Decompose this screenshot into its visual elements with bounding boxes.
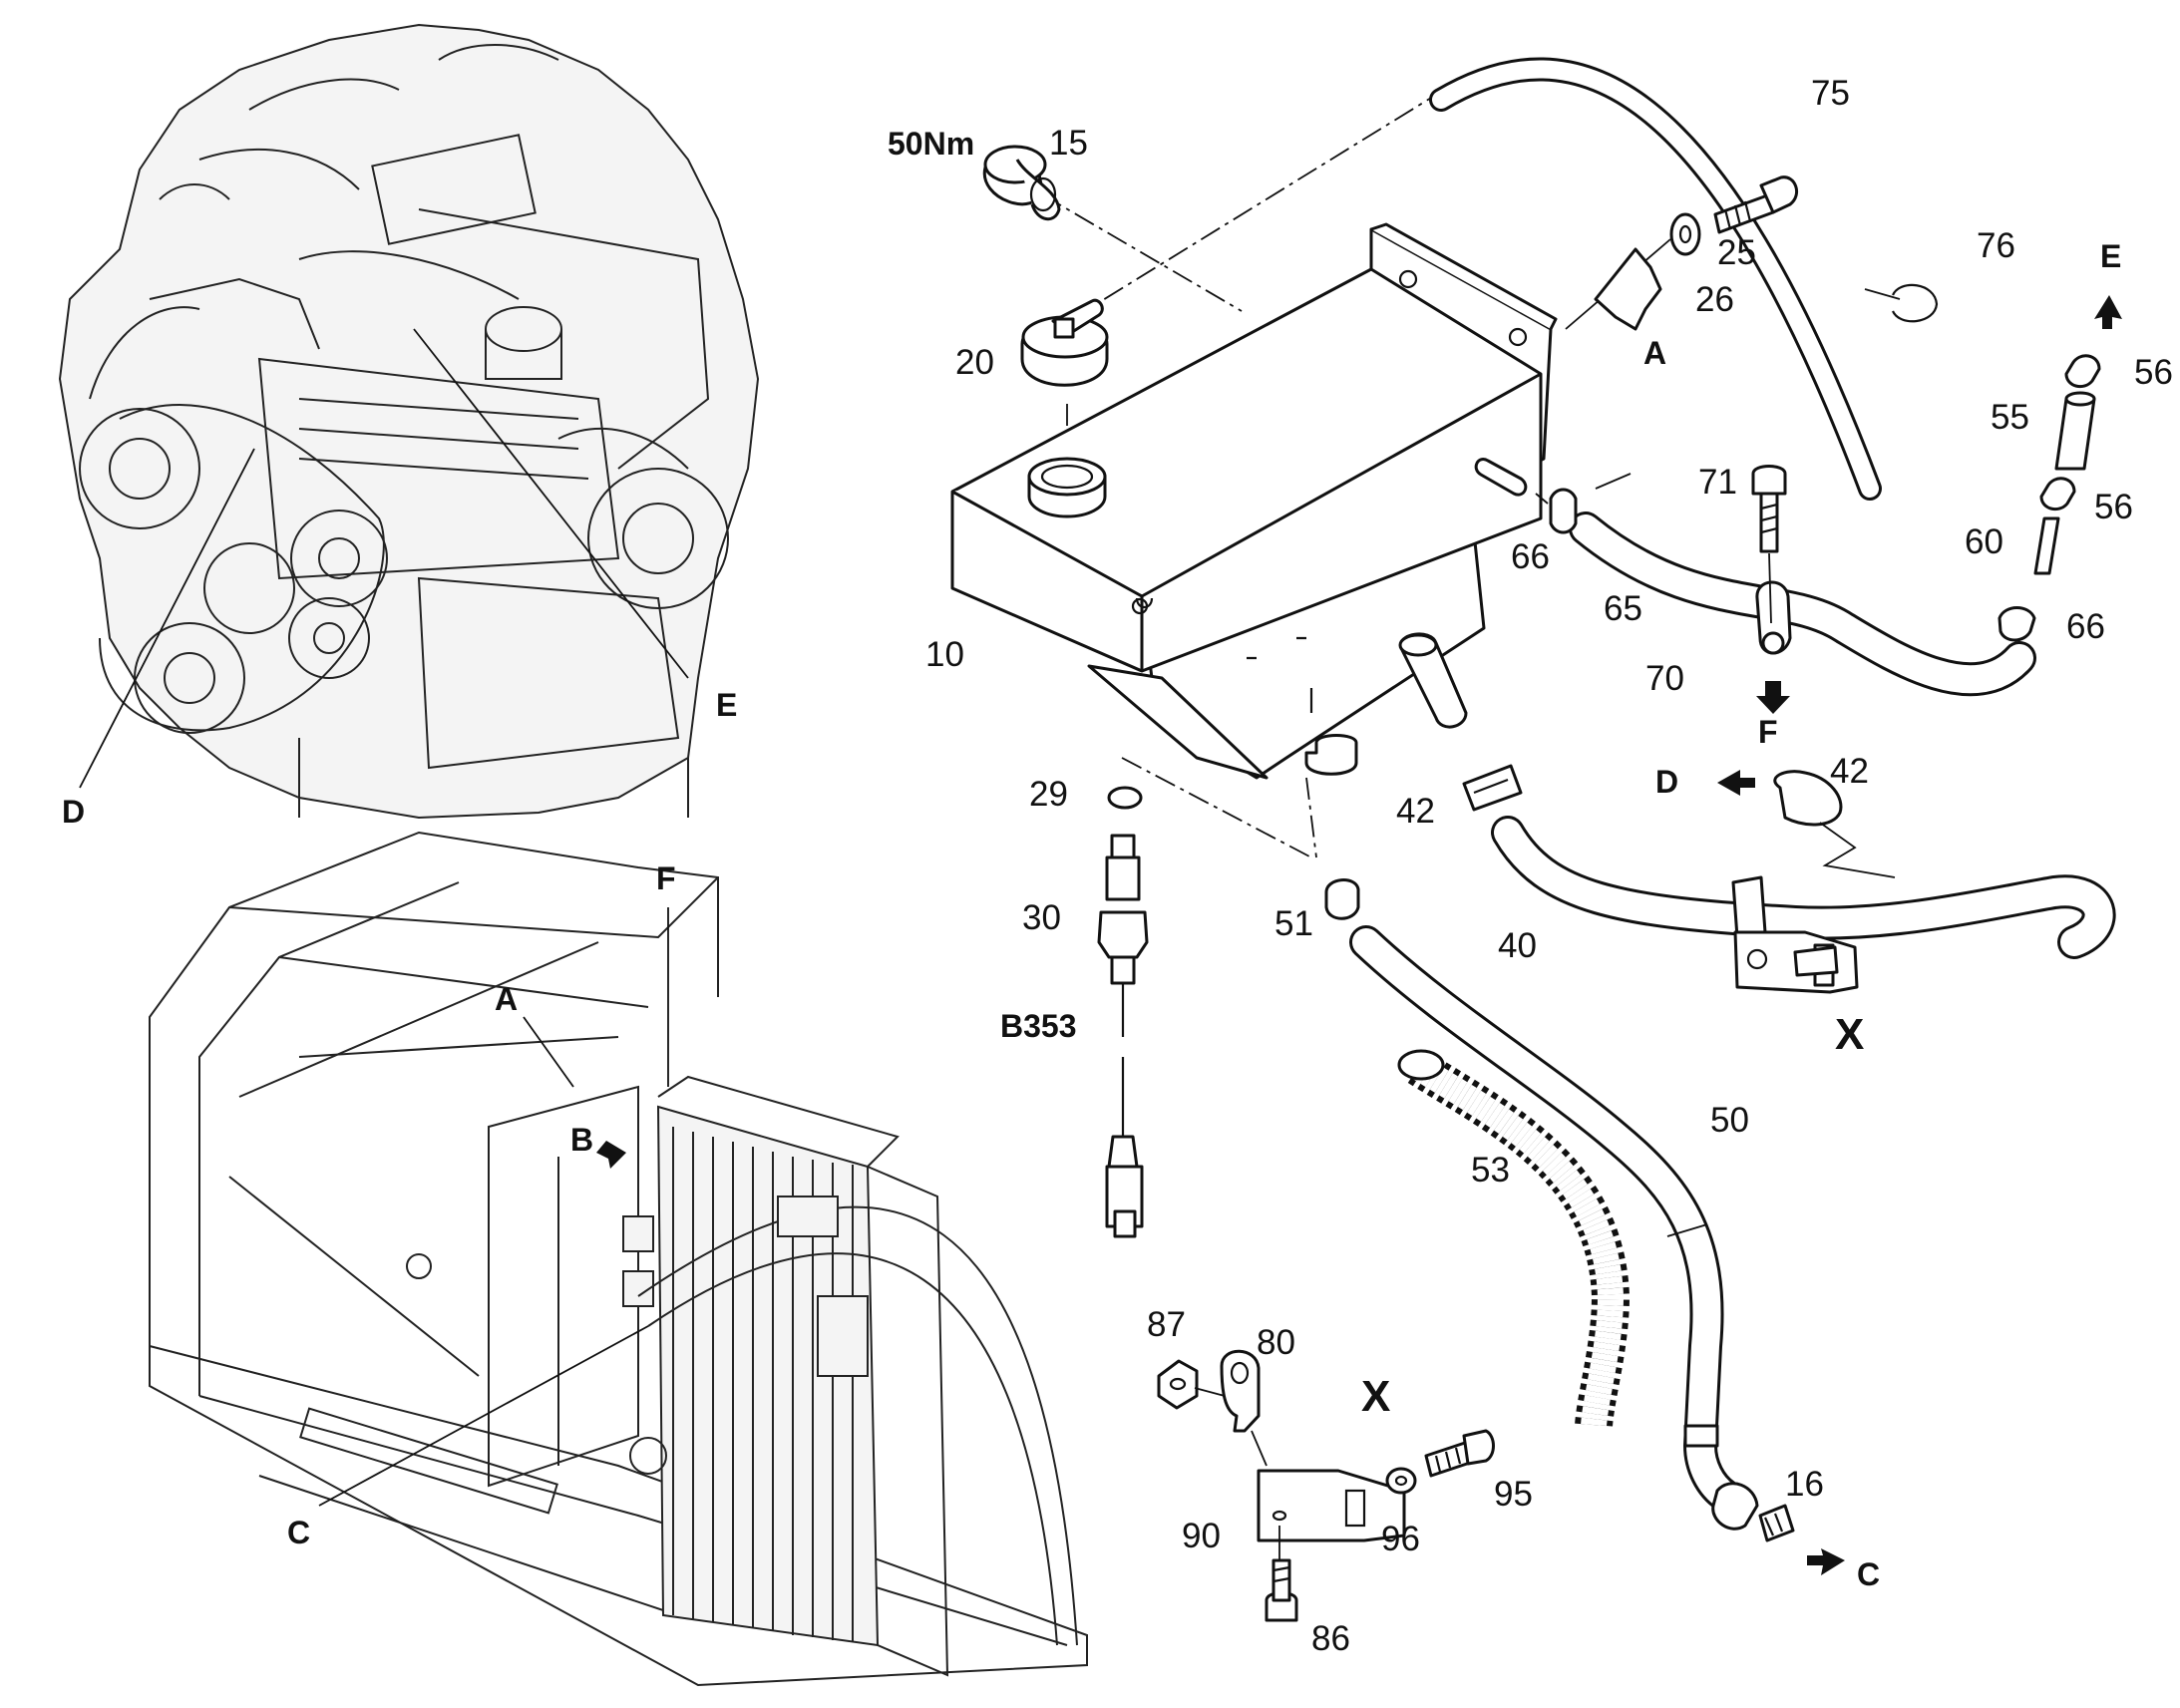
callout-76: 76 — [1977, 226, 2015, 265]
detail-x-parts — [1157, 1349, 1495, 1622]
ref-e-top: E — [2100, 238, 2121, 274]
leader-c-frame — [318, 1325, 649, 1507]
fitting-55 — [2054, 397, 2096, 471]
callout-70: 70 — [1645, 659, 1684, 698]
callout-29: 29 — [1029, 775, 1068, 814]
callout-56-mid: 56 — [2094, 488, 2133, 526]
sensor-b353-connector — [1105, 1057, 1144, 1238]
centerline-cap — [1041, 193, 1243, 312]
callout-16: 16 — [1785, 1465, 1824, 1504]
clamp-56-top — [2064, 354, 2101, 389]
nut-87 — [1157, 1359, 1199, 1410]
cap-15 — [982, 145, 1061, 220]
ref-e-engine: E — [716, 687, 737, 723]
engine-illustration — [58, 23, 760, 820]
ref-f-bottom: F — [1758, 714, 1778, 750]
bracket-90 — [1257, 1469, 1406, 1542]
arrow-e-top — [2094, 295, 2122, 329]
clamp-42-upper — [1773, 770, 1843, 827]
callout-90: 90 — [1182, 1517, 1221, 1555]
callout-60: 60 — [1965, 522, 2003, 561]
ref-a-frame: A — [495, 981, 518, 1017]
detail-x-main: X — [1835, 1010, 1864, 1059]
callout-20: 20 — [955, 343, 994, 382]
nut-fitting — [1711, 1482, 1759, 1531]
ref-c-frame: C — [287, 1515, 310, 1550]
clamp-66-left — [1549, 488, 1578, 534]
frame-radiator-illustration — [149, 831, 1088, 1687]
arrow-c-right — [1807, 1548, 1845, 1575]
callout-55: 55 — [1991, 398, 2029, 437]
callout-40: 40 — [1498, 926, 1537, 965]
centerline-breather — [1071, 94, 1437, 320]
ref-c-right: C — [1857, 1556, 1880, 1592]
leader-a-frame — [523, 1016, 574, 1088]
callout-51: 51 — [1274, 904, 1313, 943]
callout-66-left: 66 — [1511, 537, 1550, 576]
callout-42-upper: 42 — [1830, 752, 1869, 791]
clip-76 — [1891, 283, 1939, 323]
fitting-60 — [2033, 516, 2060, 575]
callout-25: 25 — [1717, 233, 1756, 272]
ref-f-frame: F — [656, 860, 676, 896]
washer-26 — [1669, 212, 1701, 256]
leader-e-engine — [413, 328, 689, 679]
callout-10: 10 — [925, 635, 964, 674]
sensor-label: B353 — [1000, 1008, 1077, 1044]
callout-30: 30 — [1022, 898, 1061, 937]
washer-96 — [1385, 1467, 1417, 1495]
ref-d-engine: D — [62, 794, 85, 830]
cap-20 — [1020, 298, 1109, 387]
callout-15: 15 — [1049, 124, 1088, 163]
ref-b-frame: B — [570, 1122, 593, 1158]
bolt-25 — [1713, 175, 1799, 234]
torque-label: 50Nm — [888, 126, 974, 162]
callout-80: 80 — [1257, 1323, 1295, 1362]
callout-66-right: 66 — [2066, 607, 2105, 646]
callout-50: 50 — [1710, 1101, 1749, 1140]
oring-29 — [1107, 786, 1143, 810]
callout-96: 96 — [1381, 1520, 1420, 1558]
bracket-x-assembly — [1731, 875, 1859, 994]
arrow-f-top — [1756, 681, 1790, 714]
ref-a-tank: A — [1643, 335, 1666, 371]
clamp-66-right — [1998, 606, 2036, 642]
callout-71: 71 — [1698, 463, 1737, 502]
sensor-30 — [1097, 834, 1149, 1037]
clamp-42-lower — [1462, 764, 1523, 812]
bolt-71 — [1751, 465, 1787, 553]
arrow-b-frame — [596, 1141, 626, 1169]
callout-26: 26 — [1695, 280, 1734, 319]
callout-56-top: 56 — [2134, 353, 2173, 392]
callout-53: 53 — [1471, 1151, 1510, 1190]
centerline-drain — [1121, 757, 1317, 858]
clamp-51 — [1324, 878, 1360, 920]
ref-d-right: D — [1655, 764, 1678, 800]
callout-75: 75 — [1811, 74, 1850, 113]
callout-95: 95 — [1494, 1475, 1533, 1514]
detail-x-bracket: X — [1361, 1372, 1390, 1421]
expansion-tank — [950, 222, 1558, 780]
callout-65: 65 — [1604, 589, 1642, 628]
arrow-d-right — [1717, 770, 1755, 796]
callout-42-lower: 42 — [1396, 792, 1435, 831]
clamp-56-mid — [2039, 477, 2076, 512]
callout-86: 86 — [1311, 1619, 1350, 1658]
callout-87: 87 — [1147, 1305, 1186, 1344]
mount-bracket-a — [1594, 247, 1662, 331]
leader-d-engine — [79, 448, 255, 789]
bolt-16 — [1758, 1504, 1795, 1542]
